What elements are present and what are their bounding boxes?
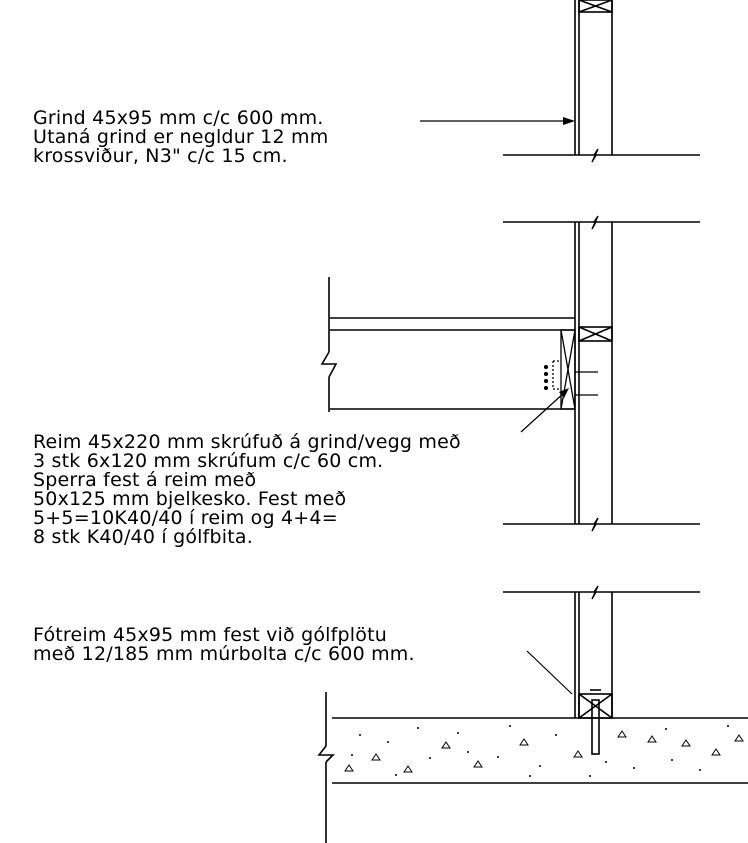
annotation-line: Reim 45x220 mm skrúfuð á grind/vegg með (33, 431, 461, 453)
annotation-line: 5+5=10K40/40 í reim og 4+4= (33, 507, 338, 529)
annotation-line: Sperra fest á reim með (33, 469, 257, 491)
annotation-line: með 12/185 mm múrbolta c/c 600 mm. (33, 643, 415, 665)
annotation-fotreim: Fótreim 45x95 mm fest við gólfplötu með … (33, 626, 415, 664)
leader-lines (420, 120, 573, 695)
wall-frame (574, 0, 613, 718)
annotation-line: krossviður, N3" c/c 15 cm. (33, 145, 288, 167)
joist-hanger (543, 329, 598, 410)
annotation-line: 50x125 mm bjelkesko. Fest með (33, 488, 347, 510)
annotation-reim: Reim 45x220 mm skrúfuð á grind/vegg með … (33, 433, 461, 547)
bottom-plate (578, 689, 613, 755)
concrete-dots (351, 725, 729, 777)
annotation-line: Fótreim 45x95 mm fest við gólfplötu (33, 624, 387, 646)
annotation-line: 3 stk 6x120 mm skrúfum c/c 60 cm. (33, 450, 384, 472)
annotation-grind: Grind 45x95 mm c/c 600 mm. Utaná grind e… (33, 109, 328, 166)
annotation-line: Grind 45x95 mm c/c 600 mm. (33, 107, 324, 129)
top-plate (578, 0, 613, 13)
ledger-reim (578, 326, 613, 342)
floor-joist (320, 277, 575, 412)
annotation-line: Utaná grind er negldur 12 mm (33, 126, 329, 148)
leader-arrow-reim (559, 388, 569, 398)
annotation-line: 8 stk K40/40 í gólfbita. (33, 526, 254, 548)
concrete-aggregate (344, 730, 744, 773)
break-lines (503, 148, 700, 600)
concrete-slab (317, 692, 748, 843)
leader-arrow-grind (563, 117, 575, 125)
